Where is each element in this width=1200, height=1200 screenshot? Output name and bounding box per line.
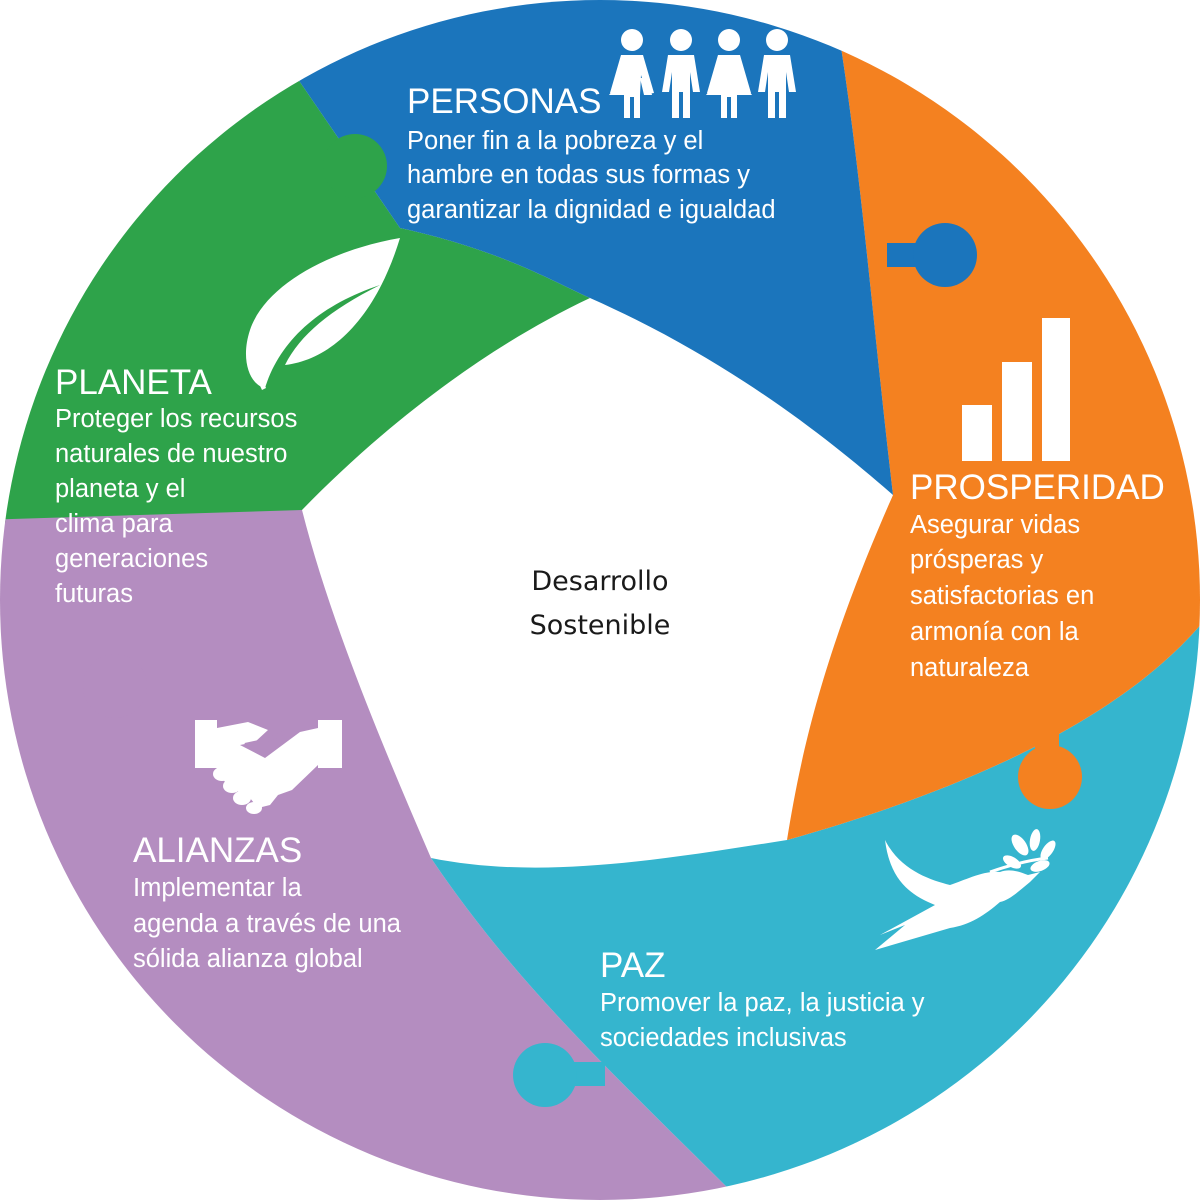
connector-alianzas-planeta: [83, 654, 172, 718]
handshake-icon: [195, 720, 342, 814]
dove-icon: [875, 829, 1056, 950]
personas-line-3: garantizar la dignidad e igualdad: [407, 196, 776, 224]
personas-line-1: Poner fin a la pobreza y el: [407, 127, 703, 155]
alianzas-line-2: agenda a través de una: [133, 910, 402, 938]
planeta-line-5: generaciones: [55, 545, 208, 573]
paz-line-2: sociedades inclusivas: [600, 1024, 847, 1052]
planeta-line-4: clima para: [55, 510, 173, 538]
prosperidad-title: PROSPERIDAD: [910, 468, 1165, 507]
planeta-line-6: futuras: [55, 580, 133, 608]
alianzas-line-1: Implementar la: [133, 874, 302, 902]
alianzas-title: ALIANZAS: [133, 831, 302, 870]
prosperidad-line-4: armonía con la: [910, 618, 1079, 646]
personas-title: PERSONAS: [407, 82, 602, 121]
planeta-title: PLANETA: [55, 363, 213, 402]
alianzas-line-3: sólida alianza global: [133, 945, 363, 973]
planeta-line-2: naturales de nuestro: [55, 440, 288, 468]
planeta-line-3: planeta y el: [55, 475, 185, 503]
people-icon: [609, 29, 796, 118]
center-title-line2: Sostenible: [530, 610, 671, 641]
leaf-icon: [245, 238, 400, 390]
center-pentagon: [302, 298, 893, 868]
prosperidad-line-1: Asegurar vidas: [910, 511, 1080, 539]
paz-line-1: Promover la paz, la justicia y: [600, 989, 925, 1017]
connector-prosperidad-paz: [1018, 725, 1082, 809]
prosperidad-line-3: satisfactorias en: [910, 582, 1094, 610]
connector-personas-prosperidad: [887, 223, 977, 287]
personas-line-2: hambre en todas sus formas y: [407, 161, 750, 189]
prosperidad-line-5: naturaleza: [910, 654, 1030, 682]
bar-chart-icon: [962, 318, 1070, 461]
prosperidad-line-2: prósperas y: [910, 546, 1043, 574]
connector-planeta-personas: [323, 134, 387, 225]
center-title-line1: Desarrollo: [531, 566, 668, 597]
connector-paz-alianzas: [513, 1043, 605, 1107]
paz-title: PAZ: [600, 946, 665, 985]
planeta-line-1: Proteger los recursos: [55, 405, 297, 433]
